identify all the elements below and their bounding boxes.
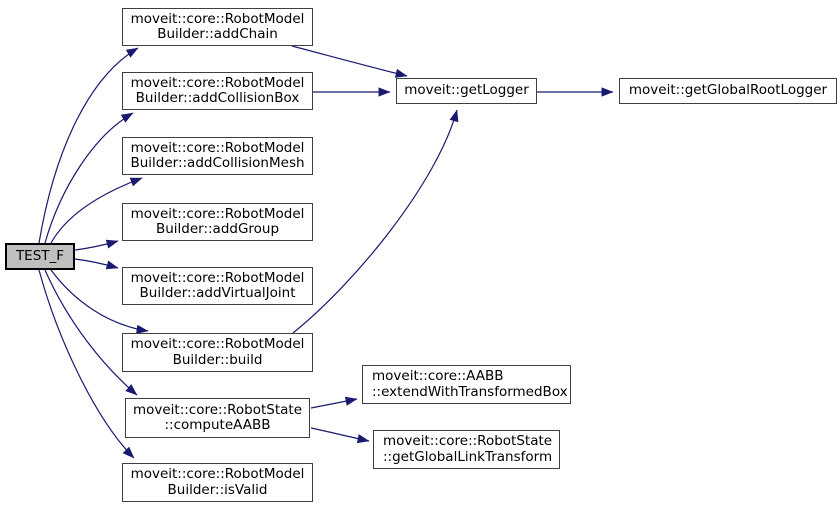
node-extend-with-transformed-box-line1: moveit::core::AABB (372, 368, 504, 384)
node-get-logger[interactable]: moveit::getLogger (396, 78, 537, 104)
node-get-logger-label: moveit::getLogger (404, 82, 529, 99)
node-get-global-root-logger[interactable]: moveit::getGlobalRootLogger (619, 78, 837, 104)
node-build[interactable]: moveit::core::RobotModel Builder::build (122, 333, 313, 372)
node-get-global-link-transform-line2: ::getGlobalLinkTransform (383, 448, 553, 465)
node-add-collision-box-line2: Builder::addCollisionBox (135, 90, 300, 106)
node-add-collision-box-line1: moveit::core::RobotModel (130, 74, 305, 91)
edge-test-f-add-virtual-joint (74, 258, 119, 270)
node-build-line1: moveit::core::RobotModel (130, 336, 305, 352)
node-add-group[interactable]: moveit::core::RobotModel Builder::addGro… (122, 203, 313, 241)
edge-test-f-add-collision-box (44, 112, 134, 244)
node-is-valid-line2: Builder::isValid (167, 481, 268, 498)
edge-compute-aabb-extend-with-transformed-box (310, 396, 358, 409)
node-compute-aabb-line1: moveit::core::RobotState (132, 401, 303, 418)
node-add-chain[interactable]: moveit::core::RobotModel Builder::addCha… (122, 8, 313, 46)
node-extend-with-transformed-box[interactable]: moveit::core::AABB ::extendWithTransform… (362, 365, 571, 404)
node-add-group-line2: Builder::addGroup (155, 221, 280, 237)
edge-test-f-add-group (74, 239, 119, 251)
node-get-global-link-transform-line1: moveit::core::RobotState (383, 433, 553, 449)
node-get-global-root-logger-label: moveit::getGlobalRootLogger (628, 82, 828, 99)
edge-compute-aabb-get-global-link-transform (310, 427, 370, 444)
node-add-collision-mesh-line1: moveit::core::RobotModel (130, 139, 305, 156)
edge-build-get-logger (292, 109, 459, 334)
node-test-f: TEST_F (5, 243, 75, 270)
node-add-collision-mesh[interactable]: moveit::core::RobotModel Builder::addCol… (122, 137, 313, 175)
node-is-valid-line1: moveit::core::RobotModel (130, 466, 305, 482)
node-build-line2: Builder::build (172, 351, 263, 368)
node-get-global-link-transform[interactable]: moveit::core::RobotState ::getGlobalLink… (373, 430, 560, 469)
node-compute-aabb[interactable]: moveit::core::RobotState ::computeAABB (125, 398, 310, 438)
node-extend-with-transformed-box-line2: ::extendWithTransformedBox (372, 383, 568, 400)
node-add-chain-line2: Builder::addChain (157, 26, 278, 42)
edge-test-f-is-valid (38, 269, 135, 459)
node-is-valid[interactable]: moveit::core::RobotModel Builder::isVali… (122, 463, 313, 502)
node-add-virtual-joint[interactable]: moveit::core::RobotModel Builder::addVir… (122, 267, 313, 305)
node-add-chain-line1: moveit::core::RobotModel (130, 10, 305, 27)
node-add-collision-mesh-line2: Builder::addCollisionMesh (130, 155, 305, 171)
node-add-virtual-joint-line2: Builder::addVirtualJoint (139, 285, 296, 301)
node-test-f-label: TEST_F (15, 247, 65, 264)
node-compute-aabb-line2: ::computeAABB (164, 417, 271, 433)
node-add-collision-box[interactable]: moveit::core::RobotModel Builder::addCol… (122, 72, 313, 110)
node-add-group-line1: moveit::core::RobotModel (130, 205, 305, 222)
node-add-virtual-joint-line1: moveit::core::RobotModel (130, 269, 305, 286)
